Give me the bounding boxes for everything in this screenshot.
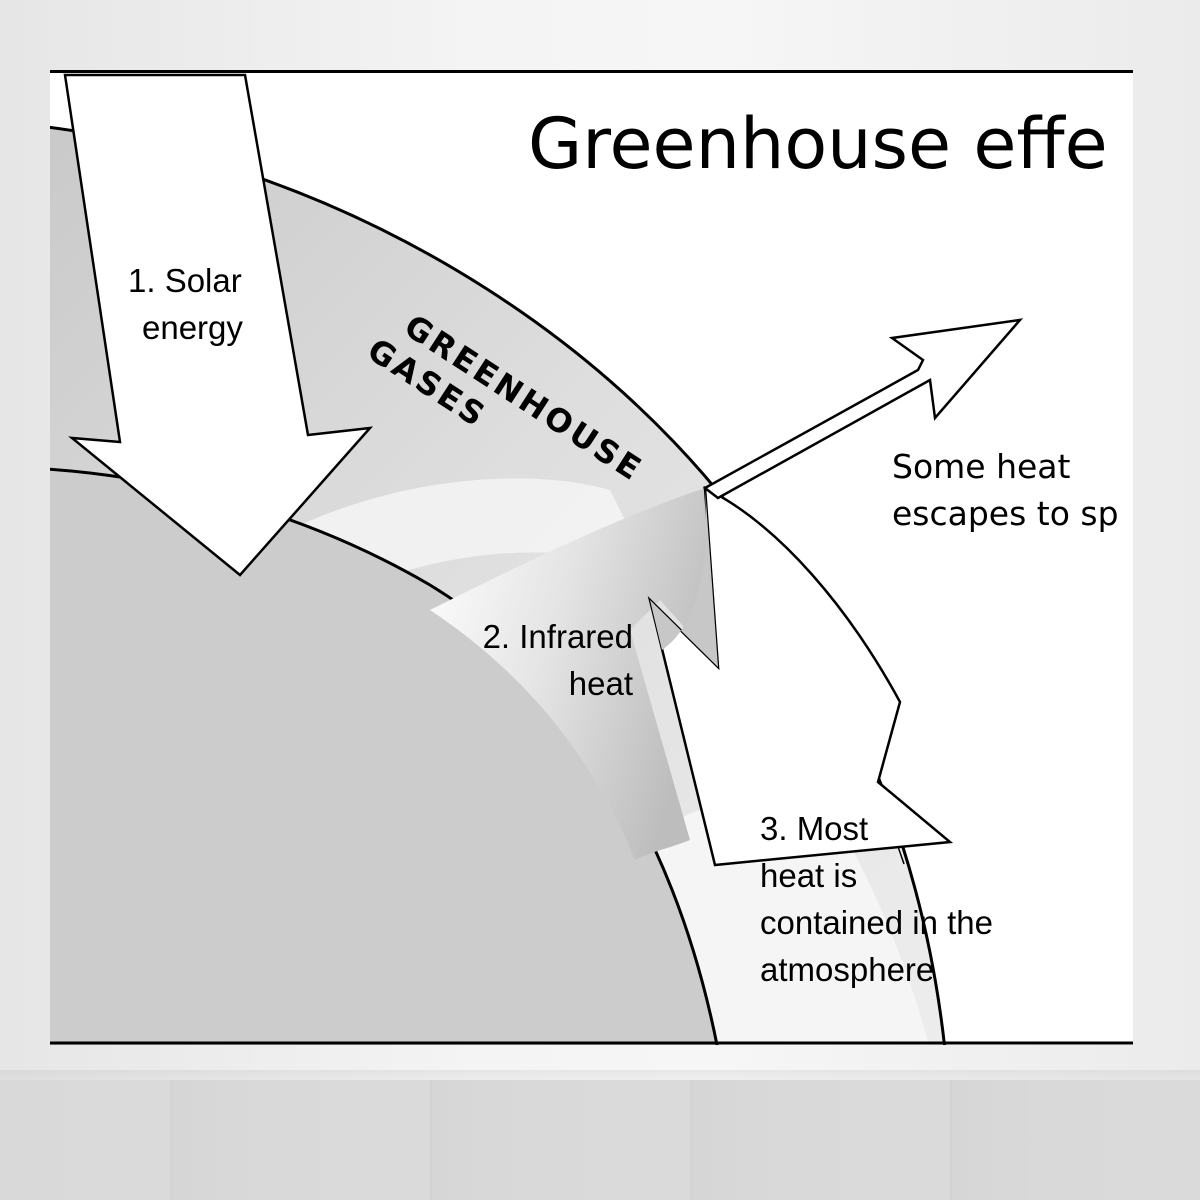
infrared-heat-beam [430,488,718,860]
step3-label-line3: contained in the [760,904,993,941]
heat-contained-arrow-shade [650,488,718,667]
step3-label-line2: heat is [760,857,857,894]
escape-label-line1: Some heat [892,447,1071,486]
solar-energy-arrow [63,73,374,577]
heat-contained-arrow [647,485,954,867]
step3-label-line1: 3. Most [760,810,868,847]
heat-escape-arrow [702,318,1024,500]
step1-label-line1: 1. Solar [128,262,242,299]
greenhouse-poster: Greenhouse effe GREENHOUSE GASES 1. Sola… [50,70,1133,1045]
escape-label-line2: escapes to sp [892,494,1119,533]
room-floor [0,1080,1200,1200]
greenhouse-diagram: Greenhouse effe GREENHOUSE GASES 1. Sola… [50,70,1133,1045]
diagram-title: Greenhouse effe [528,103,1108,185]
step2-label-line1: 2. Infrared [483,618,633,655]
step1-label-line2: energy [142,309,243,346]
step2-label-line2: heat [569,665,633,702]
step3-label-line4: atmosphere [760,951,934,988]
